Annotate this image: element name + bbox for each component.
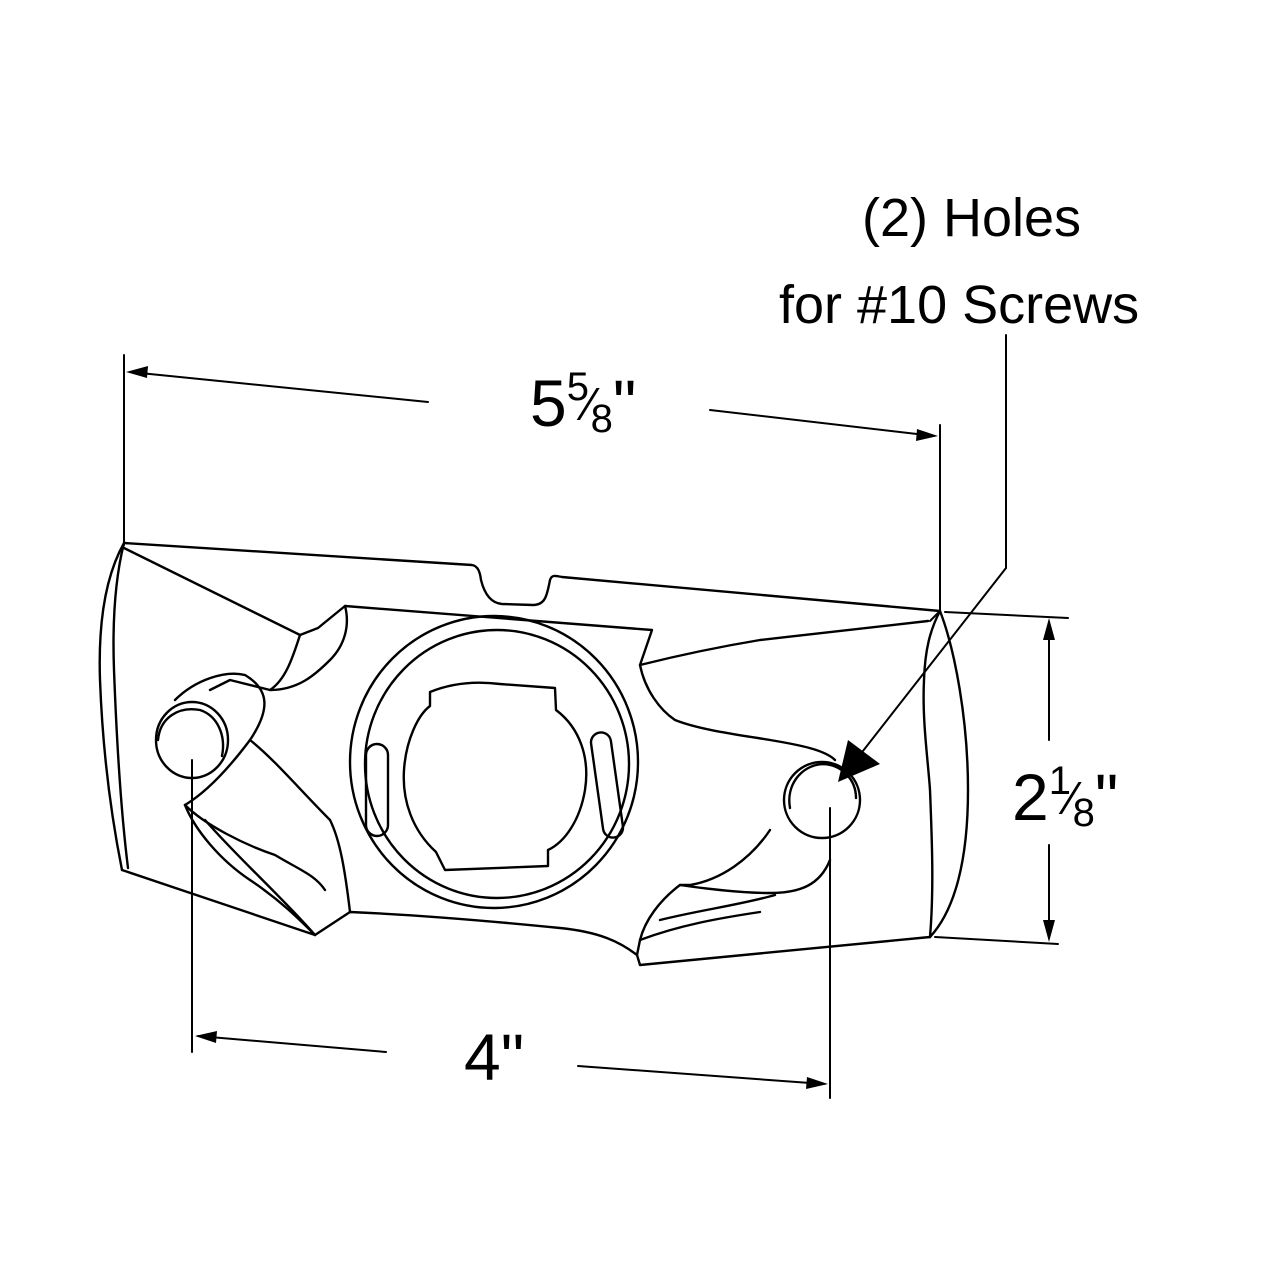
bracket-right-inner-edge (922, 609, 942, 939)
width-dimension-line-right (709, 409, 935, 437)
socket-right-slot (589, 731, 625, 839)
right-wing-ramp (635, 828, 772, 957)
socket-outer-ring (348, 614, 640, 910)
height-denominator: 8 (1072, 791, 1095, 835)
height-dimension (934, 611, 1069, 945)
hole-spacing-label: 4" (464, 1024, 524, 1090)
hole-spacing-dimension (191, 759, 831, 1099)
spacing-arrow-right (806, 1077, 828, 1089)
left-hole-inner (156, 708, 225, 758)
height-dimension-label: 21⁄8" (1012, 761, 1118, 833)
height-extension-bottom (934, 936, 1059, 945)
width-denominator: 8 (590, 397, 613, 441)
left-mounting-hole (154, 700, 230, 780)
socket-keyed-opening (402, 681, 588, 872)
left-wing-ramp-lower (183, 803, 327, 892)
height-slash: ⁄ (1067, 772, 1076, 824)
right-wing-face (638, 910, 762, 942)
left-wing (173, 672, 352, 937)
bracket-right-edge (928, 609, 970, 939)
callout-line-2: for #10 Screws (779, 275, 1140, 335)
center-boss (122, 546, 930, 762)
spacing-dimension-line-left (197, 1035, 387, 1053)
height-arrow-top (1043, 618, 1055, 640)
left-wing-ramp-top (173, 672, 266, 807)
left-wing-edge (248, 738, 352, 914)
plateau-right-step (638, 663, 837, 762)
right-hole-inner (788, 762, 858, 810)
leader-arrowhead (838, 740, 880, 782)
bracket-bottom-edge (120, 868, 932, 967)
width-arrow-left (126, 366, 148, 378)
socket-left-slot (364, 742, 390, 838)
width-numerator: 5 (566, 365, 589, 409)
width-unit: " (612, 366, 637, 440)
lamp-socket (348, 614, 640, 910)
spacing-whole: 4 (464, 1020, 501, 1094)
right-mounting-hole (782, 760, 862, 840)
right-wing-underside (658, 893, 777, 922)
height-arrow-bottom (1043, 920, 1055, 942)
width-dimension-label: 55⁄8" (530, 367, 636, 439)
height-whole: 2 (1012, 760, 1049, 834)
bracket-left-inner-edge (112, 541, 130, 870)
left-wing-face (183, 803, 317, 937)
bracket-right-face-edge (929, 610, 941, 622)
callout-leader (838, 334, 1007, 782)
spacing-dimension-line-right (577, 1065, 825, 1085)
callout-line-1: (2) Holes (862, 188, 1082, 248)
width-whole: 5 (530, 366, 567, 440)
right-wing (635, 828, 832, 957)
right-wing-lip (678, 858, 832, 895)
width-dimension (123, 354, 941, 612)
width-arrow-right (916, 429, 938, 441)
plateau-outline (122, 546, 930, 667)
bracket-top-edge (122, 541, 942, 613)
height-extension-top (944, 611, 1069, 619)
right-hole-rim (782, 760, 862, 840)
height-unit: " (1094, 760, 1119, 834)
height-numerator: 1 (1048, 759, 1071, 803)
spacing-arrow-left (195, 1031, 217, 1043)
bracket-left-edge (98, 541, 126, 872)
width-slash: ⁄ (585, 378, 594, 430)
spacing-unit: " (500, 1020, 525, 1094)
plateau-left-lug (268, 604, 349, 692)
bracket-body (98, 541, 970, 967)
width-dimension-line-left (129, 371, 429, 403)
leader-diagonal (851, 567, 1007, 766)
